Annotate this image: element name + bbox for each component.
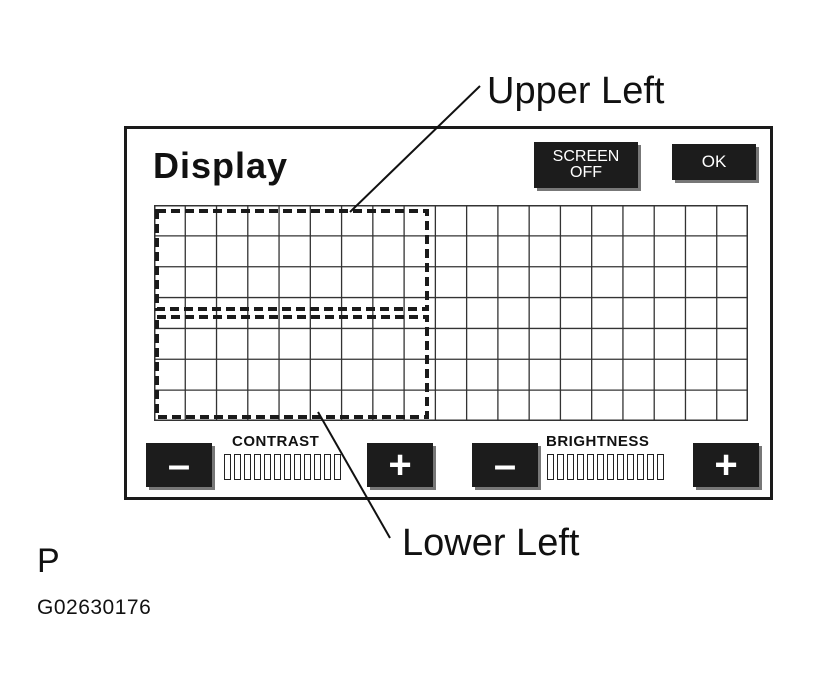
contrast-meter-segment — [334, 454, 341, 480]
contrast-label: CONTRAST — [232, 433, 320, 450]
contrast-meter — [224, 454, 341, 480]
screen-off-label-line1: SCREEN — [552, 148, 620, 165]
upper-left-callout: Upper Left — [487, 70, 665, 112]
contrast-meter-segment — [324, 454, 331, 480]
brightness-meter-segment — [577, 454, 584, 480]
figure-code: G02630176 — [37, 596, 152, 619]
brightness-meter-segment — [617, 454, 624, 480]
contrast-meter-segment — [314, 454, 321, 480]
upper-left-region[interactable] — [155, 209, 429, 311]
screen-off-label-line2: OFF — [570, 164, 602, 181]
ok-button[interactable]: OK — [672, 144, 756, 180]
lower-left-callout: Lower Left — [402, 522, 580, 564]
contrast-meter-segment — [244, 454, 251, 480]
contrast-meter-segment — [224, 454, 231, 480]
grid-lines — [154, 205, 748, 421]
brightness-meter-segment — [567, 454, 574, 480]
brightness-increase-button[interactable]: + — [693, 443, 759, 487]
lower-left-region[interactable] — [155, 315, 429, 419]
contrast-meter-segment — [264, 454, 271, 480]
brightness-meter-segment — [557, 454, 564, 480]
brightness-meter — [547, 454, 664, 480]
contrast-meter-segment — [284, 454, 291, 480]
display-panel: Display SCREEN OFF OK – CONTRAST + – BRI… — [124, 126, 773, 500]
brightness-meter-segment — [607, 454, 614, 480]
screen-off-button[interactable]: SCREEN OFF — [534, 142, 638, 188]
brightness-meter-segment — [647, 454, 654, 480]
contrast-increase-button[interactable]: + — [367, 443, 433, 487]
contrast-meter-segment — [274, 454, 281, 480]
contrast-decrease-button[interactable]: – — [146, 443, 212, 487]
contrast-meter-segment — [304, 454, 311, 480]
contrast-meter-segment — [234, 454, 241, 480]
panel-title: Display — [153, 145, 289, 186]
contrast-meter-segment — [294, 454, 301, 480]
brightness-meter-segment — [637, 454, 644, 480]
brightness-meter-segment — [547, 454, 554, 480]
brightness-meter-segment — [657, 454, 664, 480]
brightness-decrease-button[interactable]: – — [472, 443, 538, 487]
brightness-meter-segment — [627, 454, 634, 480]
brightness-meter-segment — [597, 454, 604, 480]
display-grid[interactable] — [154, 205, 748, 421]
grid-border — [154, 205, 748, 421]
figure-letter: P — [37, 542, 60, 580]
brightness-meter-segment — [587, 454, 594, 480]
brightness-label: BRIGHTNESS — [546, 433, 650, 450]
contrast-meter-segment — [254, 454, 261, 480]
